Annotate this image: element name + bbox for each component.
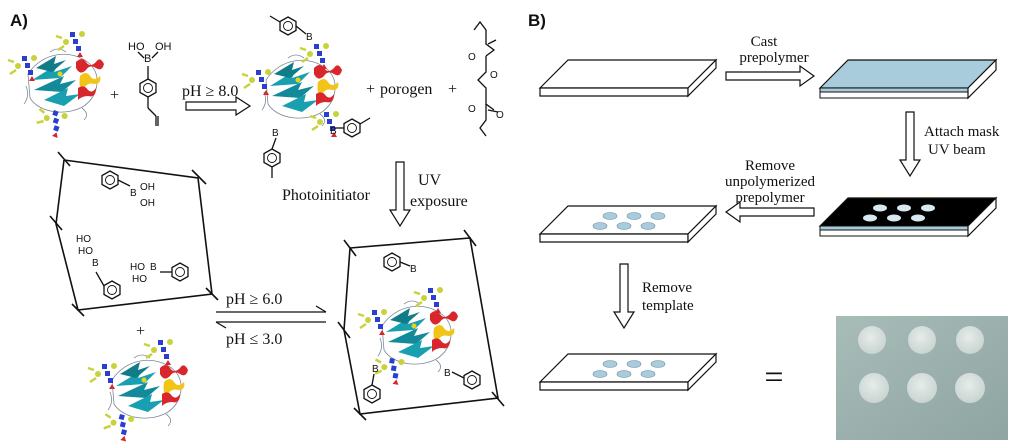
plus-sign-2: + bbox=[366, 81, 375, 98]
uv-beam-label: UV beam bbox=[928, 142, 986, 158]
reaction-arrow-right bbox=[185, 95, 252, 117]
uv-label: UV bbox=[418, 172, 442, 189]
plus-sign-4: + bbox=[136, 323, 145, 340]
chip-photograph bbox=[836, 316, 1008, 440]
step-arrow-template bbox=[612, 263, 636, 330]
remove-label: Remove bbox=[745, 158, 795, 174]
masked-slide bbox=[818, 196, 998, 238]
equilibrium-arrows bbox=[215, 305, 327, 329]
prepolymer-label: prepolymer bbox=[739, 50, 808, 66]
bound-monomer-left bbox=[263, 137, 281, 178]
step-arrow-mask bbox=[898, 111, 922, 178]
blank-glass-slide bbox=[538, 58, 718, 98]
cavity-boron-3: B bbox=[150, 262, 157, 273]
ester-oxygen-2: O bbox=[490, 70, 498, 81]
polymer-boron-3: B bbox=[444, 368, 451, 379]
panel-b-label: B) bbox=[528, 11, 546, 30]
hydroxyl-label-1: HO bbox=[128, 41, 145, 53]
prepolymer-coated-slide bbox=[818, 58, 998, 100]
panel-a-label: A) bbox=[10, 11, 28, 30]
imprinted-polymer-with-protein bbox=[337, 229, 505, 421]
exposure-label: exposure bbox=[410, 193, 468, 210]
cavity-oh-1: OH bbox=[140, 182, 155, 193]
cavity-boron-2: B bbox=[92, 258, 99, 269]
boron-label-left: B bbox=[272, 128, 279, 139]
step-arrow-cast bbox=[725, 64, 816, 88]
remove-template-label-1: Remove bbox=[642, 280, 692, 296]
patterned-slide-with-template bbox=[538, 204, 718, 244]
boron-label-top: B bbox=[306, 32, 313, 43]
polymer-boron-1: B bbox=[410, 264, 417, 275]
equilibrium-bottom-label: pH ≤ 3.0 bbox=[226, 331, 282, 348]
cavity-boron-1: B bbox=[130, 188, 137, 199]
porogen-label: porogen bbox=[380, 81, 432, 98]
ph-high-label: pH ≥ 8.0 bbox=[182, 83, 238, 100]
cavity-ho-2: HO bbox=[78, 246, 93, 257]
reaction-arrow-down bbox=[388, 161, 412, 228]
hydroxyl-label-2: OH bbox=[155, 41, 172, 53]
bound-monomer-right bbox=[334, 117, 371, 138]
vinylphenylboronic-acid-structure bbox=[137, 51, 159, 126]
cavity-ho-1: HO bbox=[76, 234, 91, 245]
cavity-ho-4: HO bbox=[132, 274, 147, 285]
glycoprotein-template-icon bbox=[6, 29, 105, 140]
plus-sign-3: + bbox=[448, 81, 457, 98]
attach-mask-label: Attach mask bbox=[924, 124, 1000, 140]
protein-monomer-complex-icon bbox=[240, 41, 343, 139]
ester-oxygen-1: O bbox=[468, 52, 476, 63]
polymer-boron-2: B bbox=[372, 364, 379, 375]
empty-imprinted-cavity bbox=[49, 151, 219, 317]
boron-label-right: B bbox=[330, 126, 337, 137]
cavity-oh-2: OH bbox=[140, 198, 155, 209]
ester-oxygen-3: O bbox=[468, 104, 476, 115]
equals-sign: = bbox=[764, 359, 783, 396]
final-imprinted-slide bbox=[538, 352, 718, 392]
plus-sign-1: + bbox=[110, 87, 119, 104]
unpolymerized-label: unpolymerized bbox=[725, 174, 815, 190]
ester-oxygen-4: O bbox=[496, 110, 504, 121]
photoinitiator-label: Photoinitiator bbox=[282, 187, 371, 204]
crosslinker-structure bbox=[473, 20, 499, 137]
released-glycoprotein-icon bbox=[86, 337, 189, 444]
bound-monomer-top bbox=[269, 15, 307, 36]
cavity-ho-3: HO bbox=[130, 262, 145, 273]
boron-label-1: B bbox=[144, 53, 151, 65]
step-arrow-remove bbox=[724, 200, 815, 224]
cast-label: Cast bbox=[751, 34, 779, 50]
prepolymer-label-2: prepolymer bbox=[735, 190, 804, 206]
remove-template-label-2: template bbox=[642, 298, 694, 314]
equilibrium-top-label: pH ≥ 6.0 bbox=[226, 291, 282, 308]
